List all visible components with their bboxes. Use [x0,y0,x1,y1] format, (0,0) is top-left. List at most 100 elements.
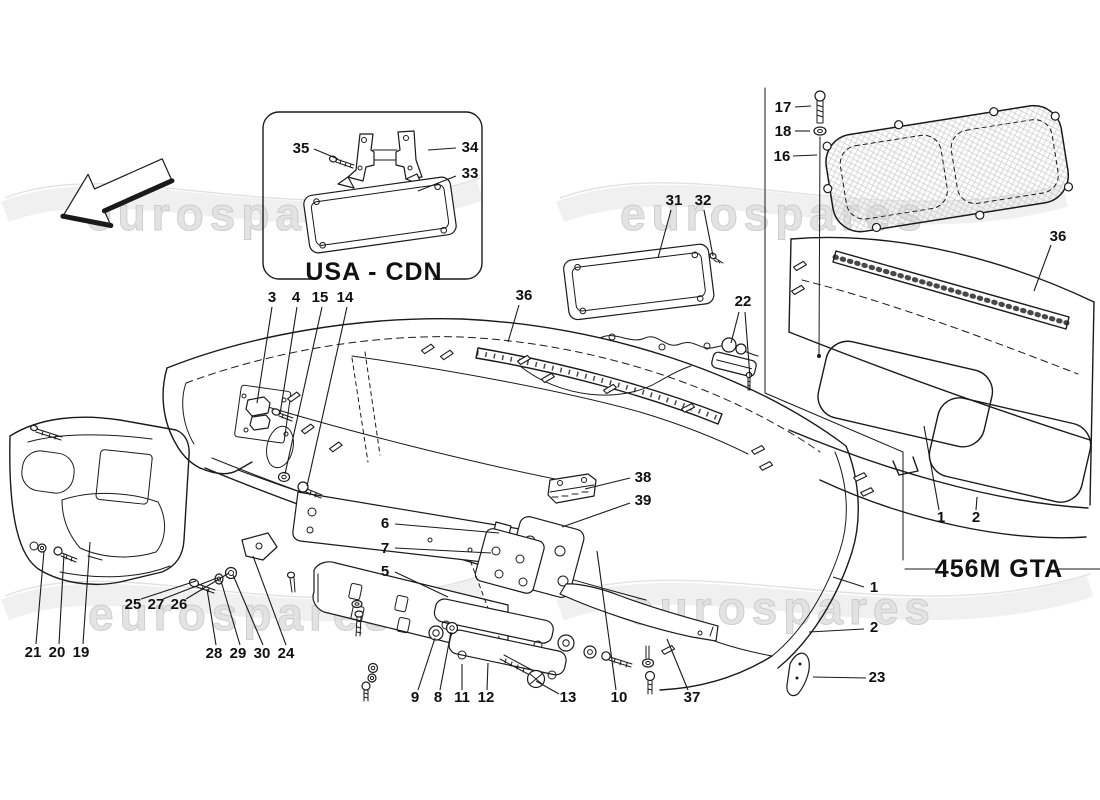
leader-line [284,306,323,475]
callout-number: 9 [411,689,419,706]
callout-number: 39 [635,492,652,509]
callout-28: 28 [206,588,222,662]
leader-line [794,105,812,108]
axis-end-dot [817,354,821,358]
callout-18: 18 [775,123,810,140]
leader-line [792,154,818,157]
license-lamp-22 [711,337,757,391]
leader-line [140,580,197,600]
leader-line [35,550,45,645]
stud-icon [792,260,808,272]
callout-number: 4 [292,289,301,306]
stud-icon [790,284,806,296]
flap-23 [786,652,810,697]
callout-number: 24 [278,645,295,662]
leader-line [82,541,91,645]
license-plate-bracket-34 [337,130,423,189]
callout-number: 26 [171,596,188,613]
callout-number: 7 [381,540,389,557]
watermark-text-bottom-left: eurospares [88,588,396,640]
leader-line [220,580,241,646]
callout-32: 32 [695,192,714,257]
bolt-axis-line [818,136,821,355]
usa-cdn-inset-box: USA - CDN [262,111,483,286]
callout-30: 30 [232,574,270,662]
callout-24: 24 [252,555,295,662]
bolt-axis [469,559,501,641]
callout-number: 15 [312,289,329,306]
callout-2: 2 [808,619,878,636]
direction-arrow-icon [60,158,175,228]
bar-11 [433,598,554,644]
callout-number: 36 [1050,228,1067,245]
leader-line [394,571,449,598]
callout-20: 20 [49,553,66,661]
leader-line [185,572,230,600]
callout-27: 27 [148,577,218,613]
callout-15: 15 [284,289,329,475]
leader-line [703,209,714,257]
callout-31: 31 [657,192,683,259]
callout-number: 34 [462,139,479,156]
callout-33: 33 [417,165,479,192]
callout-number: 1 [870,579,878,596]
leader-line [252,555,287,646]
leader-line [584,477,631,490]
callout-2: 2 [972,496,980,526]
callout-number: 12 [478,689,495,706]
license-plate-frame-31 [563,243,715,321]
callout-number: 14 [337,289,354,306]
callout-number: 19 [73,644,90,661]
callout-number: 33 [462,165,479,182]
callout-38: 38 [584,469,651,490]
callout-6: 6 [381,515,500,534]
callout-number: 17 [775,99,792,116]
side-panel-left [9,416,278,594]
leader-line [657,209,672,259]
leader-line [394,547,492,554]
leader-line [256,306,273,404]
bracket-38 [547,473,597,504]
leader-line [58,553,65,645]
callout-35: 35 [293,140,339,160]
leader-line [507,304,520,343]
callout-number: 25 [125,596,142,613]
leader-line [417,175,457,192]
washer-18 [813,126,827,136]
bumper-rail-36 [475,347,723,425]
callout-number: 31 [666,192,683,209]
callout-number: 32 [695,192,712,209]
leader-line [744,311,751,378]
leader-line [808,628,865,633]
callout-21: 21 [25,550,45,661]
callout-22: 22 [730,293,751,378]
nut-9 [428,625,444,641]
callout-number: 11 [454,689,470,706]
leader-line [596,550,617,691]
leader-line [812,676,867,679]
callout-number: 2 [972,509,980,526]
leader-line [439,631,452,691]
callout-39: 39 [561,492,652,528]
leader-line [306,306,348,487]
leader-line [923,425,940,511]
leader-line [279,306,298,415]
callout-23: 23 [812,669,885,686]
leader-line [666,638,689,691]
bracket-37 [559,583,719,695]
bolt-17 [814,90,826,124]
callout-number: 1 [937,509,945,526]
leader-line [427,147,457,151]
callout-number: 10 [611,689,628,706]
grille-panel-16 [822,104,1074,233]
callout-number: 16 [774,148,791,165]
callout-number: 18 [775,123,792,140]
callout-number: 20 [49,644,66,661]
leader-line [394,523,500,534]
callout-number: 37 [684,689,701,706]
callout-number: 8 [434,689,442,706]
callout-number: 27 [148,596,165,613]
clamp-3 [245,396,271,417]
gta-bumper-panel [788,236,1095,539]
